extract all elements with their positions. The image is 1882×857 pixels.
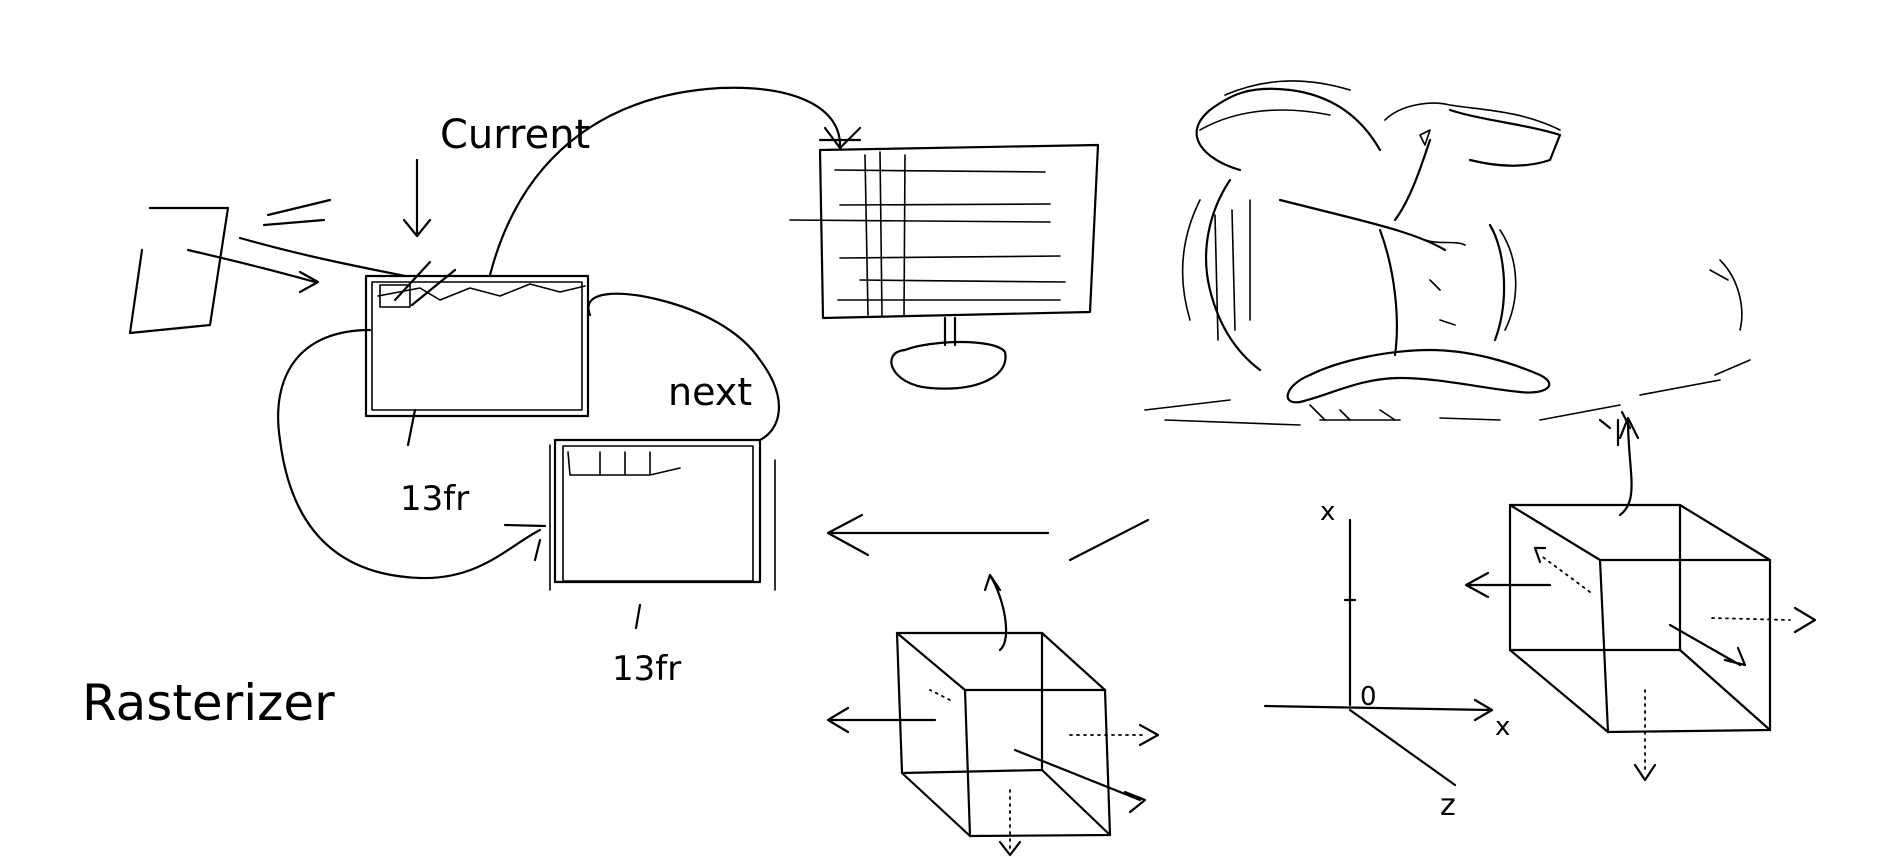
- axis-z-label: z: [1440, 788, 1456, 823]
- cube-sketch-left: [826, 573, 1160, 857]
- axis-x-horizontal-label: x: [1495, 712, 1510, 742]
- monitor-sketch: [789, 143, 1100, 390]
- axis-x-vertical-label: x: [1320, 497, 1335, 527]
- present-arrow: [488, 86, 862, 277]
- current-arrow: [402, 158, 432, 238]
- axis-origin-label: 0: [1360, 682, 1377, 712]
- current-label: Current: [440, 112, 590, 158]
- front-buffer-frame: [364, 260, 590, 447]
- swap-blob: [277, 292, 781, 580]
- back-buffer-frame: [503, 438, 776, 630]
- rendered-scene-sketch: [1144, 80, 1751, 430]
- rasterizer-label: Rasterizer: [82, 674, 335, 732]
- next-label: next: [668, 370, 752, 414]
- axis-diagram: [1263, 518, 1494, 787]
- source-page-sketch: [128, 198, 407, 335]
- render-arrow: [826, 513, 1150, 562]
- buffer-bottom-label: 13fr: [612, 649, 681, 689]
- buffer-top-label: 13fr: [400, 479, 469, 519]
- cube-sketch-right: [1464, 416, 1817, 782]
